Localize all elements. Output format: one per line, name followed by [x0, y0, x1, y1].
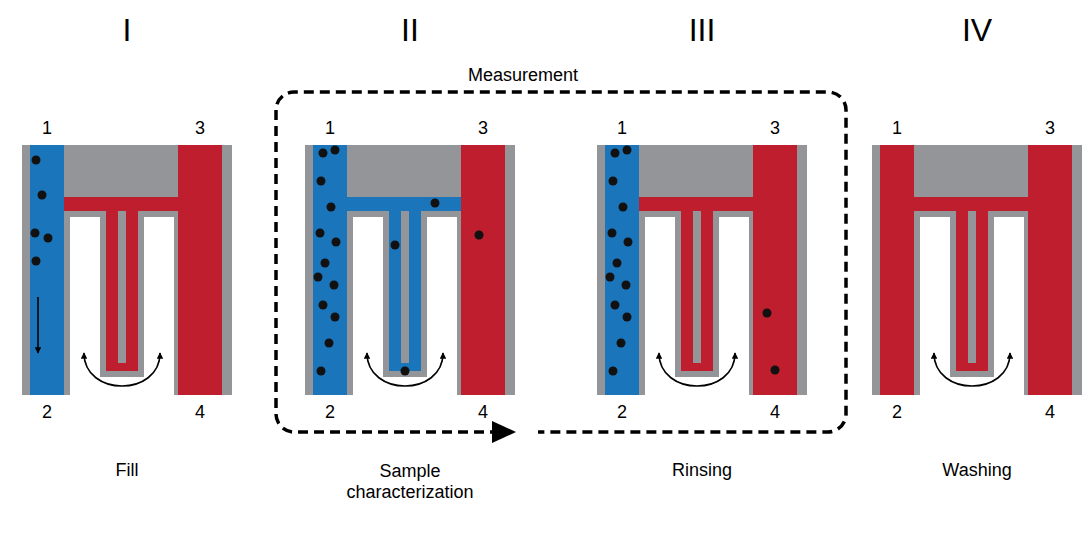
particle: [613, 259, 622, 268]
motion-arrow: [659, 353, 735, 386]
particle: [325, 339, 334, 348]
particle: [611, 149, 620, 158]
panel-numeral: I: [123, 12, 132, 49]
port-number: 1: [617, 118, 627, 139]
particle: [771, 366, 780, 375]
center-finger: [693, 211, 701, 363]
particle: [617, 339, 626, 348]
port-number: 2: [617, 402, 627, 423]
motion-arrow: [367, 353, 443, 386]
port-number: 4: [478, 402, 488, 423]
chip-body: [597, 145, 807, 395]
particle: [316, 229, 325, 238]
chip-body: [872, 145, 1082, 395]
u-channel: [389, 197, 421, 371]
panel-numeral: II: [401, 12, 419, 49]
inlet-channel: [313, 145, 347, 395]
inlet-channel: [30, 145, 64, 395]
port-number: 1: [325, 118, 335, 139]
particle: [608, 229, 617, 238]
port-number: 1: [42, 118, 52, 139]
particle: [401, 367, 410, 376]
particle: [332, 238, 341, 247]
particle: [319, 301, 328, 310]
step-caption: Fill: [116, 460, 139, 481]
particle: [609, 367, 618, 376]
particle: [623, 146, 632, 155]
flow-arrow: [37, 297, 39, 353]
particle: [327, 203, 336, 212]
inlet-channel: [605, 145, 639, 395]
panel-numeral: IV: [962, 12, 992, 49]
particle: [609, 177, 618, 186]
port-number: 3: [1045, 118, 1055, 139]
particle: [624, 238, 633, 247]
particle: [431, 199, 440, 208]
chip-panel: [597, 145, 807, 395]
inlet-channel: [880, 145, 914, 395]
port-number: 4: [770, 402, 780, 423]
particle: [319, 149, 328, 158]
particle: [317, 367, 326, 376]
port-number: 2: [42, 402, 52, 423]
port-number: 4: [1045, 402, 1055, 423]
port-number: 4: [195, 402, 205, 423]
chip-body: [305, 145, 515, 395]
particle: [44, 234, 53, 243]
port-number: 3: [478, 118, 488, 139]
particle: [611, 301, 620, 310]
step-caption: Sample characterization: [320, 461, 500, 502]
particle: [331, 313, 340, 322]
step-caption: Washing: [942, 460, 1011, 481]
center-finger: [968, 211, 976, 363]
outlet-channel: [753, 145, 797, 395]
port-number: 2: [892, 402, 902, 423]
u-channel: [106, 197, 138, 371]
measurement-bracket: [276, 92, 846, 432]
particle: [38, 191, 47, 200]
particle: [391, 241, 400, 250]
outlet-channel: [1028, 145, 1072, 395]
particle: [32, 156, 41, 165]
particle: [475, 231, 484, 240]
motion-arrow: [84, 353, 160, 386]
particle: [763, 309, 772, 318]
center-finger: [401, 211, 409, 363]
particle: [331, 146, 340, 155]
particle: [330, 281, 339, 290]
group-title: Measurement: [462, 65, 584, 86]
chip-body: [22, 145, 232, 395]
step-caption: Rinsing: [672, 460, 732, 481]
u-channel: [956, 197, 988, 371]
particle: [622, 281, 631, 290]
particle: [32, 257, 41, 266]
particle: [317, 177, 326, 186]
outlet-channel: [178, 145, 222, 395]
particle: [606, 273, 615, 282]
particle: [321, 259, 330, 268]
particle: [619, 203, 628, 212]
port-number: 3: [770, 118, 780, 139]
bracket-arrowhead: [492, 421, 516, 443]
particle: [314, 273, 323, 282]
center-finger: [118, 211, 126, 363]
particle: [623, 313, 632, 322]
u-channel: [681, 197, 713, 371]
port-number: 2: [325, 402, 335, 423]
panel-numeral: III: [689, 12, 716, 49]
port-number: 1: [892, 118, 902, 139]
motion-arrow: [934, 353, 1010, 386]
chip-panel: [872, 145, 1082, 395]
chip-panel: [305, 145, 515, 395]
particle: [31, 229, 40, 238]
port-number: 3: [195, 118, 205, 139]
chip-panel: [22, 145, 232, 395]
outlet-channel: [461, 145, 505, 395]
